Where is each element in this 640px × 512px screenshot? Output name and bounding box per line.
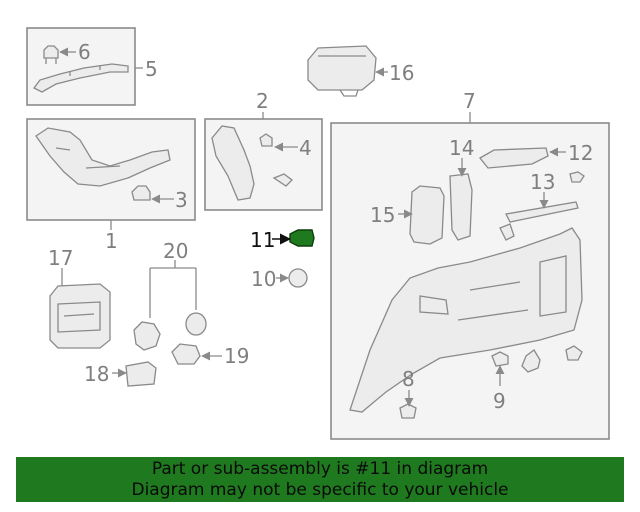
assembly-part-20 [133,267,207,351]
callout-9: 9 [493,389,506,413]
cap-part-10 [288,268,308,288]
clip-part-6 [43,45,59,64]
callout-1: 1 [105,229,118,253]
callout-8: 8 [402,367,415,391]
callout-3: 3 [175,188,188,212]
banner-line-2: Diagram may not be specific to your vehi… [131,480,509,500]
module-part-16 [307,45,377,97]
callout-7: 7 [463,89,476,113]
callout-11: 11 [250,228,275,252]
box-part-2 [204,118,323,211]
callout-18: 18 [84,362,109,386]
callout-15: 15 [370,203,395,227]
callout-20: 20 [163,239,188,263]
callout-14: 14 [449,136,474,160]
callout-16: 16 [389,61,414,85]
socket-part-19 [171,343,201,365]
callout-10: 10 [251,267,276,291]
cover-part-18 [125,361,157,387]
callout-12: 12 [568,141,593,165]
box-part-1 [26,118,196,221]
part-notice-banner: Part or sub-assembly is #11 in diagram D… [16,457,624,502]
callout-13: 13 [530,170,555,194]
bezel-part-17 [49,283,111,349]
callout-6: 6 [78,40,91,64]
callout-2: 2 [256,89,269,113]
callout-5: 5 [145,57,158,81]
callout-4: 4 [299,136,312,160]
box-part-7 [330,122,610,440]
clip-part-11-highlighted [289,229,315,247]
banner-line-1: Part or sub-assembly is #11 in diagram [151,459,489,479]
callout-19: 19 [224,344,249,368]
callout-17: 17 [48,246,73,270]
box-part-5 [26,27,136,106]
